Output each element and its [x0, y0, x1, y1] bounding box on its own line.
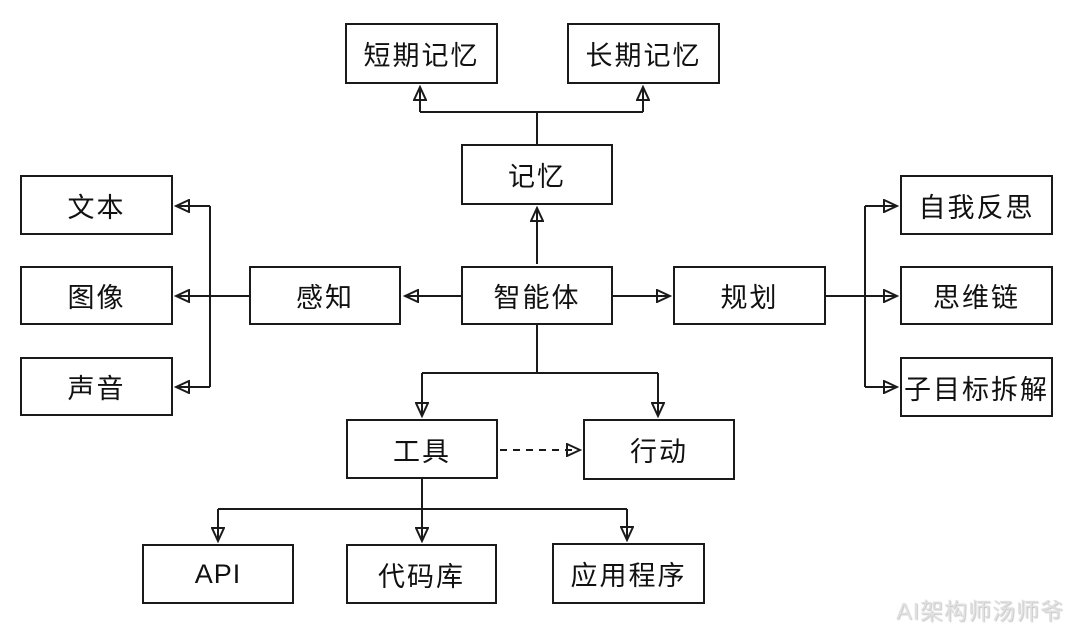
node-subgoal-decomposition-label: 子目标拆解	[904, 374, 1049, 405]
node-code-library-label: 代码库	[378, 561, 465, 592]
node-applications: 应用程序	[552, 543, 705, 604]
node-applications-label: 应用程序	[570, 561, 687, 591]
watermark: AI架构师汤师爷	[896, 598, 1064, 624]
node-planning: 规划	[673, 266, 826, 325]
node-action-label: 行动	[630, 437, 688, 467]
node-short-term-memory-label: 短期记忆	[363, 41, 480, 71]
node-perception: 感知	[249, 266, 401, 325]
connector-tools-branch	[218, 479, 627, 510]
node-self-reflection: 自我反思	[900, 175, 1053, 235]
node-memory: 记忆	[461, 144, 613, 205]
node-long-term-memory: 长期记忆	[567, 23, 720, 84]
node-agent: 智能体	[461, 266, 613, 325]
node-agent-label: 智能体	[493, 283, 581, 313]
node-subgoal-decomposition: 子目标拆解	[900, 357, 1053, 417]
node-api-label: API	[194, 558, 242, 589]
node-tools-label: 工具	[393, 436, 451, 467]
node-sound-label: 声音	[67, 374, 126, 404]
node-chain-of-thought-label: 思维链	[933, 283, 1020, 313]
connector-agent-down-branch	[422, 325, 658, 374]
node-api: API	[142, 544, 294, 604]
node-image: 图像	[20, 266, 173, 325]
node-code-library: 代码库	[346, 544, 497, 604]
node-text-label: 文本	[67, 192, 126, 223]
node-self-reflection-label: 自我反思	[918, 192, 1035, 223]
connector-memory-branch	[420, 111, 643, 144]
node-perception-label: 感知	[296, 283, 354, 313]
node-tools: 工具	[346, 419, 498, 479]
node-short-term-memory: 短期记忆	[345, 23, 498, 84]
node-sound: 声音	[20, 357, 173, 416]
node-action: 行动	[583, 419, 735, 480]
node-chain-of-thought: 思维链	[900, 266, 1053, 325]
node-text: 文本	[20, 175, 173, 235]
node-planning-label: 规划	[720, 283, 779, 313]
node-image-label: 图像	[67, 283, 126, 313]
node-memory-label: 记忆	[508, 162, 566, 192]
node-long-term-memory-label: 长期记忆	[585, 41, 702, 71]
connector-planning-branch	[826, 206, 866, 387]
